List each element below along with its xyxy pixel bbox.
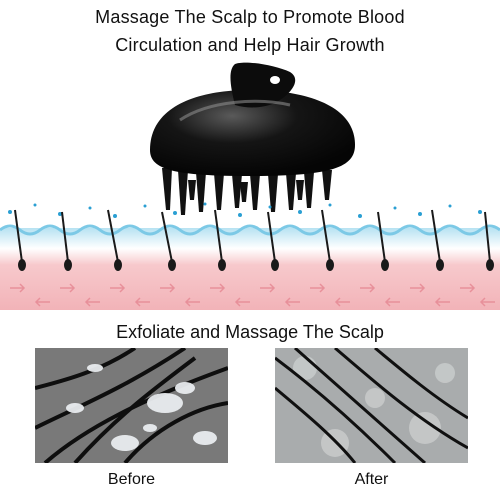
scalp-cross-section-diagram bbox=[0, 202, 500, 310]
section-title: Exfoliate and Massage The Scalp bbox=[116, 322, 384, 342]
before-label: Before bbox=[107, 471, 156, 488]
headline-line-1: Massage The Scalp to Promote Blood bbox=[95, 7, 405, 27]
scalp-massager-brush-icon bbox=[150, 62, 355, 215]
headline-line-2: Circulation and Help Hair Growth bbox=[115, 35, 385, 55]
after-photo bbox=[275, 348, 468, 463]
before-photo bbox=[35, 348, 228, 463]
after-label: After bbox=[354, 471, 389, 488]
